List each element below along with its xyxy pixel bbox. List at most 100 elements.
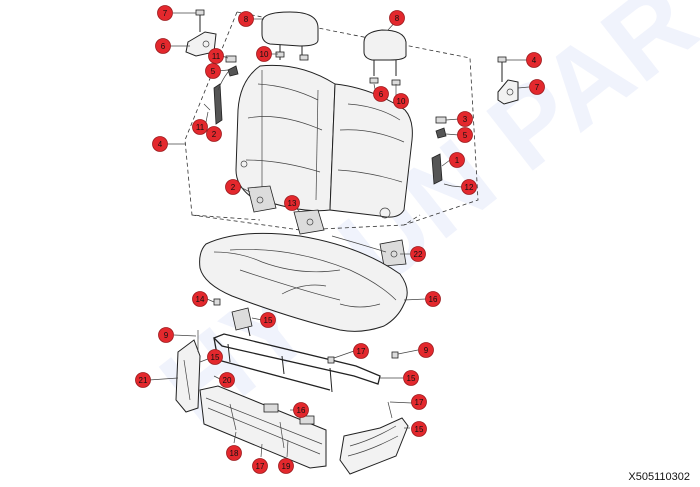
callout-circle: [205, 63, 221, 79]
callout-circle: [526, 52, 542, 68]
callout-number: 11: [196, 123, 205, 132]
callout-circle: [411, 394, 427, 410]
callout-number: 9: [164, 331, 169, 340]
callout-marker: 21: [135, 372, 151, 388]
callout-circle: [393, 93, 409, 109]
callout-marker: 17: [252, 458, 268, 474]
callout-number: 5: [211, 67, 216, 76]
callout-number: 8: [395, 14, 400, 23]
hinge-bracket-16-upper: [331, 235, 407, 267]
callout-marker: 18: [226, 445, 242, 461]
callout-number: 22: [414, 250, 423, 259]
callout-marker: 6: [155, 38, 171, 54]
callout-circle: [155, 38, 171, 54]
callout-number: 17: [256, 462, 265, 471]
callout-number: 15: [415, 425, 424, 434]
callout-number: 2: [212, 130, 217, 139]
callout-marker: 15: [403, 370, 419, 386]
callout-number: 10: [260, 50, 269, 59]
callout-circle: [256, 46, 272, 62]
callout-circle: [192, 291, 208, 307]
callout-marker: 7: [529, 79, 545, 95]
callout-marker: 2: [206, 126, 222, 142]
callout-circle: [411, 421, 427, 437]
callout-number: 16: [297, 406, 306, 415]
bracket-right-upper: [497, 56, 519, 105]
latch-right: [431, 116, 453, 187]
callout-circle: [373, 86, 389, 102]
callout-marker: 8: [238, 11, 254, 27]
bracket-left-upper: [185, 9, 217, 57]
callout-number: 16: [429, 295, 438, 304]
headrest-right: [363, 29, 407, 76]
callout-number: 17: [415, 398, 424, 407]
callout-marker: 16: [293, 402, 309, 418]
hinge-bracket-13: [247, 185, 277, 213]
side-trim-left: [175, 330, 201, 413]
callout-marker: 7: [157, 5, 173, 21]
callout-circle: [457, 111, 473, 127]
callout-number: 5: [463, 131, 468, 140]
callout-marker: 5: [205, 63, 221, 79]
callout-number: 4: [532, 56, 537, 65]
hinge-bracket-22: [293, 209, 325, 235]
callout-circle: [157, 5, 173, 21]
callout-marker: 10: [256, 46, 272, 62]
callout-circle: [225, 179, 241, 195]
callout-circle: [207, 349, 223, 365]
callout-marker: 4: [526, 52, 542, 68]
callout-marker: 11: [208, 48, 224, 64]
callout-number: 14: [196, 295, 205, 304]
side-trim-right: [339, 401, 409, 475]
callout-marker: 17: [411, 394, 427, 410]
callout-number: 13: [288, 199, 297, 208]
callout-marker: 17: [353, 343, 369, 359]
callout-marker: 9: [418, 342, 434, 358]
headrest-guides: [275, 51, 401, 86]
callout-marker: 12: [461, 179, 477, 195]
callout-marker: 2: [225, 179, 241, 195]
callout-circle: [461, 179, 477, 195]
callout-number: 15: [211, 353, 220, 362]
callout-number: 10: [397, 97, 406, 106]
callout-number: 1: [455, 156, 460, 165]
callout-circle: [418, 342, 434, 358]
callout-circle: [158, 327, 174, 343]
callout-circle: [260, 312, 276, 328]
callout-marker: 5: [457, 127, 473, 143]
callout-marker: 16: [425, 291, 441, 307]
seat-cushion: [199, 232, 408, 332]
latch-left: [203, 55, 239, 125]
callout-circle: [219, 372, 235, 388]
callout-number: 3: [463, 115, 468, 124]
callout-number: 21: [139, 376, 148, 385]
callout-marker: 14: [192, 291, 208, 307]
callout-circle: [410, 246, 426, 262]
headrest-left: [261, 11, 319, 60]
callout-circle: [278, 458, 294, 474]
seat-backrest: [235, 64, 413, 219]
callout-circle: [457, 127, 473, 143]
callout-circle: [208, 48, 224, 64]
callout-number: 7: [535, 83, 540, 92]
callout-marker: 3: [457, 111, 473, 127]
callout-number: 6: [379, 90, 384, 99]
diagram-code-label: X505110302: [628, 471, 690, 483]
callout-marker: 13: [284, 195, 300, 211]
callout-circle: [389, 10, 405, 26]
callout-circle: [206, 126, 222, 142]
callout-number: 19: [282, 462, 291, 471]
callout-number: 18: [230, 449, 239, 458]
callout-circle: [529, 79, 545, 95]
callout-marker: 20: [219, 372, 235, 388]
callout-circle: [449, 152, 465, 168]
callout-number: 9: [424, 346, 429, 355]
callout-number: 15: [407, 374, 416, 383]
callout-circle: [135, 372, 151, 388]
callout-circle: [226, 445, 242, 461]
callout-number: 12: [465, 183, 474, 192]
callout-number: 6: [161, 42, 166, 51]
callout-number: 2: [231, 183, 236, 192]
